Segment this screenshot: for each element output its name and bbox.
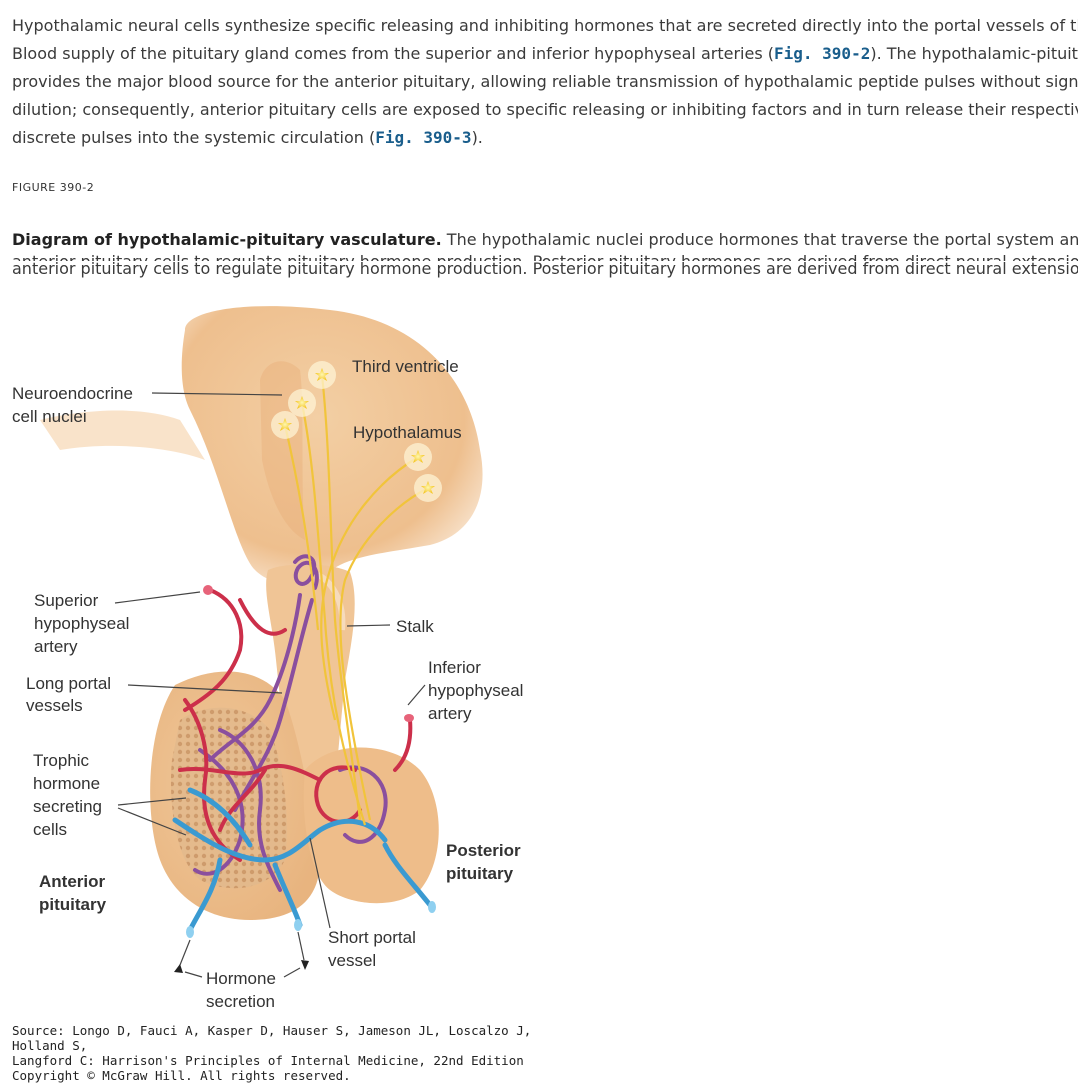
label-inferior-2: hypophyseal xyxy=(428,681,523,700)
label-inferior-1: Inferior xyxy=(428,658,481,677)
label-trophic-3: secreting xyxy=(33,797,102,816)
paragraph-line: Blood supply of the pituitary gland come… xyxy=(12,40,1078,68)
source-line: Source: Longo D, Fauci A, Kasper D, Haus… xyxy=(12,1023,532,1053)
arrow-right xyxy=(301,960,309,970)
label-long-portal-1: Long portal xyxy=(26,674,111,693)
superior-artery-end xyxy=(203,585,213,595)
label-hormone-1: Hormone xyxy=(206,969,276,988)
neuroendocrine-cell-stars xyxy=(271,361,442,502)
label-neuroendocrine-1: Neuroendocrine xyxy=(12,384,133,403)
figure-390-3-link[interactable]: Fig. 390-3 xyxy=(375,128,472,147)
leader-lines xyxy=(114,392,426,978)
caption-line-clipped: anterior pituitary cells to regulate pit… xyxy=(12,251,1078,261)
label-short-portal-1: Short portal xyxy=(328,928,416,947)
pituitary-vasculature-figure: Third ventricle Hypothalamus Neuroendocr… xyxy=(0,300,560,1020)
label-trophic-2: hormone xyxy=(33,774,100,793)
paragraph-line: dilution; consequently, anterior pituita… xyxy=(12,100,1078,119)
pituitary-diagram: Third ventricle Hypothalamus Neuroendocr… xyxy=(12,306,523,1011)
label-superior-1: Superior xyxy=(34,591,99,610)
inferior-artery-end xyxy=(404,714,414,722)
vein-end-left xyxy=(186,926,194,938)
caption-text: The hypothalamic nuclei produce hormones… xyxy=(446,230,1078,249)
label-superior-2: hypophyseal xyxy=(34,614,129,633)
label-trophic-4: cells xyxy=(33,820,67,839)
label-posterior-1: Posterior xyxy=(446,841,521,860)
paragraph-text: ). The hypothalamic-pituitary portal ple… xyxy=(870,44,1078,63)
paragraph-text: ). xyxy=(471,128,483,147)
vein-end-mid xyxy=(294,919,302,931)
paragraph-text: Blood supply of the pituitary gland come… xyxy=(12,44,774,63)
label-hormone-2: secretion xyxy=(206,992,275,1011)
label-long-portal-2: vessels xyxy=(26,696,83,715)
veins xyxy=(172,787,433,933)
figure-caption: Diagram of hypothalamic-pituitary vascul… xyxy=(12,229,1078,280)
trophic-cells-fill xyxy=(170,707,287,889)
label-anterior-1: Anterior xyxy=(39,872,106,891)
caption-line: anterior pituitary cells to regulate pit… xyxy=(12,259,1078,278)
paragraph-line: Hypothalamic neural cells synthesize spe… xyxy=(12,16,1078,35)
neural-axons xyxy=(283,374,429,826)
body-paragraph: Hypothalamic neural cells synthesize spe… xyxy=(12,12,1078,152)
figure-label: FIGURE 390-2 xyxy=(12,181,95,194)
figure-390-2-link[interactable]: Fig. 390-2 xyxy=(774,44,871,63)
paragraph-line: discrete pulses into the systemic circul… xyxy=(12,124,1078,152)
label-inferior-3: artery xyxy=(428,704,472,723)
source-line: Copyright © McGraw Hill. All rights rese… xyxy=(12,1068,351,1083)
label-short-portal-2: vessel xyxy=(328,951,376,970)
label-stalk: Stalk xyxy=(396,617,434,636)
paragraph-line: provides the major blood source for the … xyxy=(12,72,1078,91)
arrow-left xyxy=(174,964,183,973)
label-hypothalamus: Hypothalamus xyxy=(353,423,462,442)
label-trophic-1: Trophic xyxy=(33,751,90,770)
figure-source: Source: Longo D, Fauci A, Kasper D, Haus… xyxy=(12,1023,572,1083)
source-line: Langford C: Harrison's Principles of Int… xyxy=(12,1053,524,1068)
paragraph-text: discrete pulses into the systemic circul… xyxy=(12,128,376,147)
label-anterior-2: pituitary xyxy=(39,895,107,914)
label-third-ventricle: Third ventricle xyxy=(352,357,459,376)
vein-end-right xyxy=(428,901,436,913)
label-superior-3: artery xyxy=(34,637,78,656)
caption-title: Diagram of hypothalamic-pituitary vascul… xyxy=(12,230,442,249)
label-posterior-2: pituitary xyxy=(446,864,514,883)
label-neuroendocrine-2: cell nuclei xyxy=(12,407,87,426)
caption-line: Diagram of hypothalamic-pituitary vascul… xyxy=(12,230,1078,249)
